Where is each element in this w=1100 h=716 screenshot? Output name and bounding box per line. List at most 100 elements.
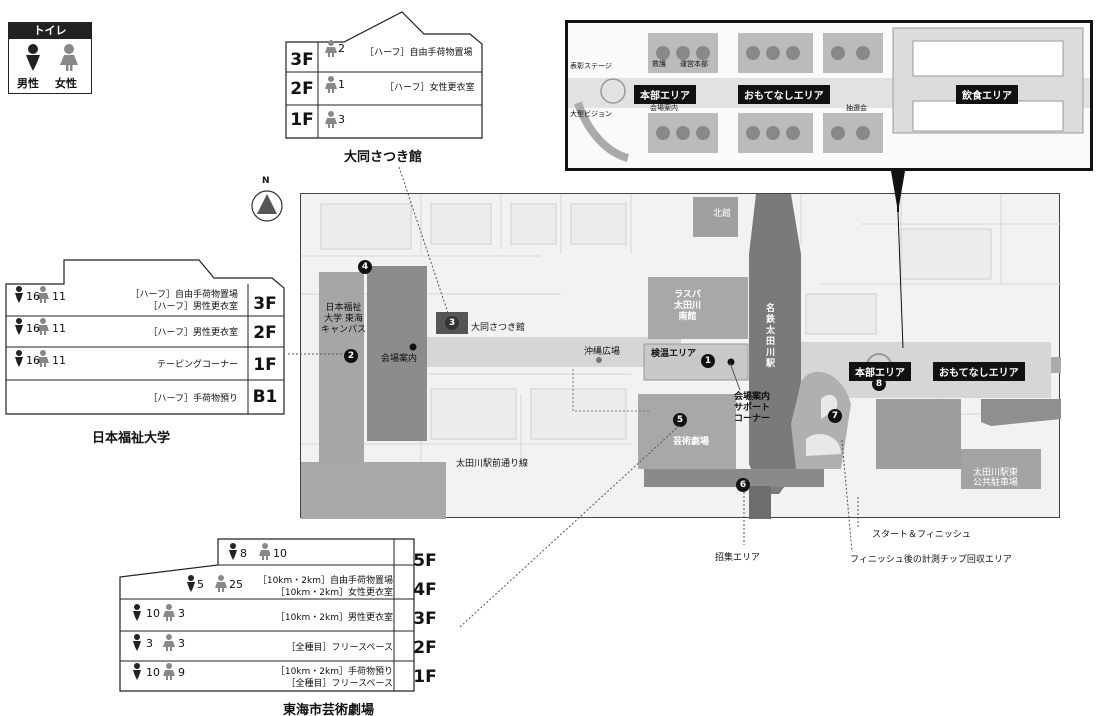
nihon-2f-male-count: 16 <box>26 322 40 335</box>
daido-1f-female-count: 3 <box>338 113 345 126</box>
daido-name: 大同さつき館 <box>344 150 423 165</box>
nihon-2f-female-count: 11 <box>52 322 66 335</box>
legend-title: トイレ <box>9 23 91 39</box>
north-label: N <box>262 176 270 186</box>
daido-floor-1f: 1F <box>290 110 314 130</box>
marker-2: 2 <box>344 349 358 363</box>
tokai-floor-2f: 2F <box>413 638 437 658</box>
daido-2f-female-count: 1 <box>338 78 345 91</box>
tokai-4f-male-count: 5 <box>197 578 204 591</box>
inset-kaijo-label: 会場案内 <box>650 104 678 112</box>
marker-5: 5 <box>673 413 687 427</box>
toilet-legend: トイレ 男性 女性 <box>8 22 92 94</box>
call-up-area-label: 招集エリア <box>715 553 761 563</box>
tokai-4f-text2: ［10km・2km］女性更衣室 <box>275 588 393 598</box>
tokai-3f-text: ［10km・2km］男性更衣室 <box>275 613 393 623</box>
daido-2f-text: ［ハーフ］女性更衣室 <box>385 83 475 93</box>
nihon-1f-male-count: 16 <box>26 354 40 367</box>
tokai-4f-text1: ［10km・2km］自由手荷物置場 <box>257 576 393 586</box>
map-kendo-label: 検温エリア <box>651 349 697 359</box>
laspa-building-shape <box>648 277 748 339</box>
nihon-floor-2f: 2F <box>253 323 277 343</box>
nihon-3f-text2: ［ハーフ］男性更衣室 <box>148 302 238 312</box>
nihon-building-outline <box>5 259 285 415</box>
nihon-fukushi-building-2 <box>367 266 427 441</box>
tokai-1f-text2: ［全種目］フリースペース <box>286 679 393 689</box>
map-station-label: 名鉄太田川駅 <box>766 304 776 369</box>
tokai-floor-3f: 3F <box>413 609 437 629</box>
map-support-label: 会場案内 サポート コーナー <box>734 392 771 424</box>
nihon-3f-male-count: 16 <box>26 290 40 303</box>
marker-4: 4 <box>358 260 372 274</box>
map-parking-label: 太田川駅東 公共駐車場 <box>973 468 1019 488</box>
tokai-3f-male-count: 10 <box>146 607 160 620</box>
tokai-floor-4f: 4F <box>413 580 437 600</box>
daido-3f-text: ［ハーフ］自由手荷物置場 <box>365 48 473 58</box>
nihon-floor-1f: 1F <box>253 355 277 375</box>
tokai-4f-female-count: 25 <box>229 578 243 591</box>
marker-1: 1 <box>701 354 715 368</box>
inset-chusen-label: 抽選会 <box>846 104 867 112</box>
nihon-b1-text: ［ハーフ］手荷物預り <box>148 394 238 404</box>
map-daido-label: 大同さつき館 <box>471 323 526 333</box>
tokai-2f-female-count: 3 <box>178 637 185 650</box>
legend-male-label: 男性 <box>17 77 39 90</box>
parking-shape <box>961 449 1041 489</box>
toilet-icons <box>26 44 78 71</box>
start-finish-label: スタート＆フィニッシュ <box>872 530 971 540</box>
map-nihon-label: 日本福祉 大学 東海 キャンパス <box>321 303 367 335</box>
male-toilet-icon <box>26 44 40 71</box>
map-art-theater-label: 芸術劇場 <box>673 437 710 447</box>
nihon-floor-b1: B1 <box>252 387 278 407</box>
tokai-2f-text: ［全種目］フリースペース <box>286 643 393 653</box>
tokai-5f-male-count: 8 <box>240 547 247 560</box>
tokai-1f-female-count: 9 <box>178 666 185 679</box>
callup-road-shape <box>644 469 824 487</box>
daido-building-outline <box>285 11 483 139</box>
nihon-3f-text1: ［ハーフ］自由手荷物置場 <box>130 290 238 300</box>
tokai-3f-female-count: 3 <box>178 607 185 620</box>
nihon-1f-female-count: 11 <box>52 354 66 367</box>
inset-unei-label: 運営本部 <box>680 60 708 68</box>
tokai-5f-female-count: 10 <box>273 547 287 560</box>
main-map: 北館 ラスパ 太田川 南館 名鉄太田川駅 検温エリア 会場案内 会場案内 サポー… <box>300 193 1061 519</box>
inset-kyugo-label: 救護 <box>652 60 666 68</box>
daido-female-icons <box>325 40 337 128</box>
inset-hyosho-label: 表彰ステージ <box>570 62 612 70</box>
north-building-shape <box>693 197 738 237</box>
inset-honbu-tag: 本部エリア <box>634 85 696 104</box>
daido-floor-3f: 3F <box>290 50 314 70</box>
daido-3f-female-count: 2 <box>338 42 345 55</box>
art-theater-shape <box>638 394 736 469</box>
female-toilet-icon <box>60 44 78 71</box>
nihon-toilet-icons <box>15 286 49 367</box>
nihon-3f-female-count: 11 <box>52 290 66 303</box>
map-kitakan-label: 北館 <box>713 209 732 219</box>
marker-3: 3 <box>445 316 459 330</box>
map-honbu-tag: 本部エリア <box>849 362 911 381</box>
nihon-fukushi-building <box>319 272 364 472</box>
map-omotenashi-tag: おもてなしエリア <box>933 362 1025 381</box>
legend-female-label: 女性 <box>55 77 77 90</box>
map-okinawa-label: 沖縄広場 <box>584 347 621 357</box>
chip-collection-label: フィニッシュ後の計測チップ回収エリア <box>850 555 1012 565</box>
nihon-2f-text: ［ハーフ］男性更衣室 <box>148 328 238 338</box>
map-kaijo-annai-label: 会場案内 <box>381 354 418 364</box>
nihon-name: 日本福祉大学 <box>92 431 171 446</box>
map-laspa-label: ラスパ 太田川 南館 <box>674 290 702 322</box>
tokai-2f-male-count: 3 <box>146 637 153 650</box>
marker-8: 8 <box>872 377 886 391</box>
nihon-floor-3f: 3F <box>253 294 277 314</box>
tokai-toilet-icons <box>133 543 270 680</box>
marker-6: 6 <box>736 478 750 492</box>
nihon-1f-text: テーピングコーナー <box>156 360 238 370</box>
tokai-floor-1f: 1F <box>413 667 437 687</box>
station-shape <box>749 194 801 494</box>
map-street-label: 太田川駅前通り線 <box>456 459 529 469</box>
marker-7: 7 <box>828 409 842 423</box>
tokai-name: 東海市芸術劇場 <box>283 703 375 716</box>
tokai-1f-text1: ［10km・2km］手荷物預り <box>275 667 393 677</box>
north-arrow-icon <box>251 190 283 222</box>
